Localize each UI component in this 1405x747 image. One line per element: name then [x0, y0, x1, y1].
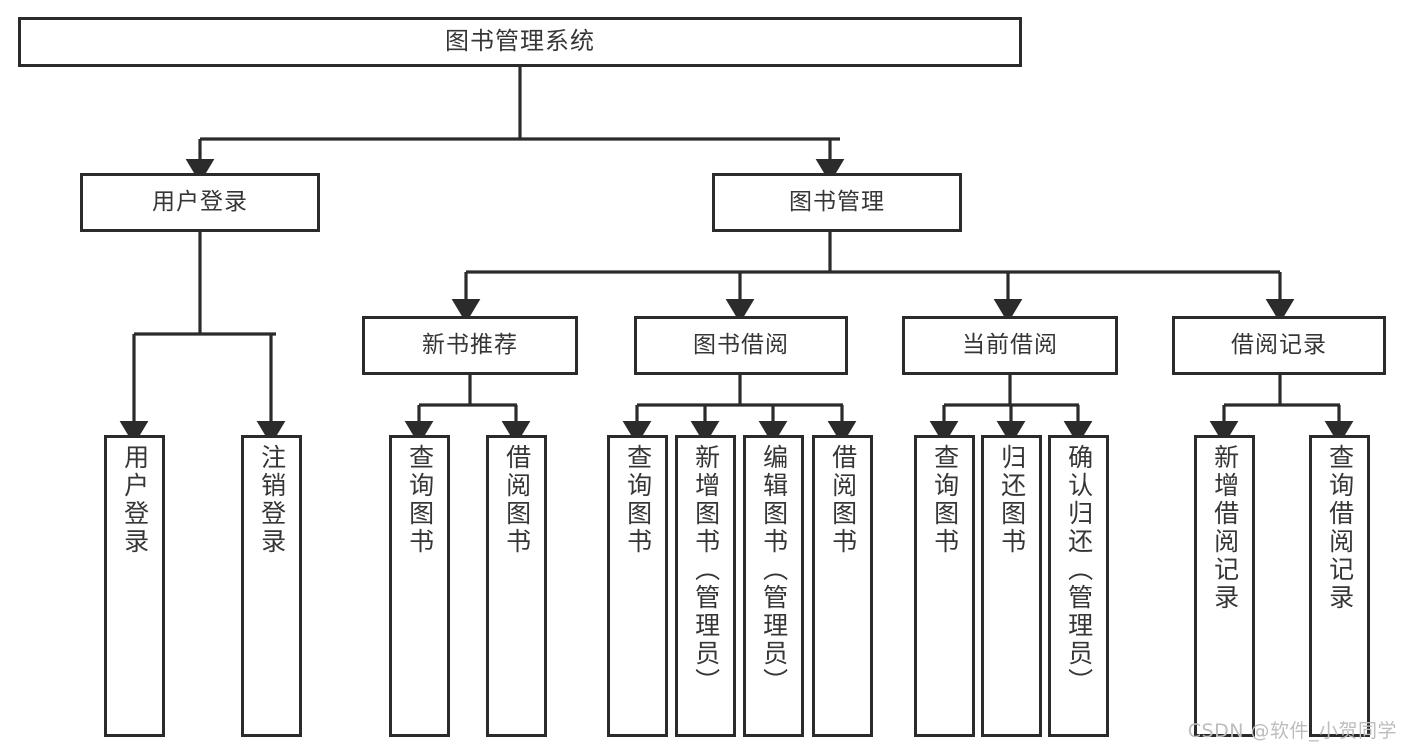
- node-label: 新书推荐: [422, 332, 518, 359]
- node-label: 借阅图书: [828, 444, 858, 556]
- node-label: 用户登录: [152, 189, 248, 216]
- watermark-text: CSDN @软件_小贺同学: [1187, 720, 1397, 742]
- leaf-user-login-login[interactable]: 用户登录: [104, 435, 165, 737]
- leaf-current-confirm-return-admin[interactable]: 确认归还（管理员）: [1048, 435, 1109, 737]
- node-book-management[interactable]: 图书管理: [712, 173, 962, 232]
- node-label: 确认归还（管理员）: [1064, 444, 1094, 696]
- leaf-borrow-edit-book-admin[interactable]: 编辑图书（管理员）: [743, 435, 804, 737]
- leaf-user-login-logout[interactable]: 注销登录: [241, 435, 302, 737]
- node-label: 查询图书: [930, 444, 960, 556]
- leaf-new-book-borrow[interactable]: 借阅图书: [486, 435, 547, 737]
- node-borrow-record[interactable]: 借阅记录: [1172, 316, 1386, 375]
- node-new-book-recommend[interactable]: 新书推荐: [362, 316, 578, 375]
- node-label: 图书管理系统: [445, 27, 595, 56]
- leaf-borrow-query-book[interactable]: 查询图书: [607, 435, 668, 737]
- node-label: 图书借阅: [693, 332, 789, 359]
- node-user-login[interactable]: 用户登录: [80, 173, 320, 232]
- node-label: 查询图书: [623, 444, 653, 556]
- leaf-record-query-record[interactable]: 查询借阅记录: [1309, 435, 1370, 737]
- node-root-book-management-system[interactable]: 图书管理系统: [18, 17, 1022, 67]
- node-label: 注销登录: [257, 444, 287, 556]
- node-label: 编辑图书（管理员）: [759, 444, 789, 696]
- node-label: 借阅记录: [1231, 332, 1327, 359]
- leaf-current-return-book[interactable]: 归还图书: [981, 435, 1042, 737]
- node-current-borrow[interactable]: 当前借阅: [902, 316, 1118, 375]
- leaf-borrow-add-book-admin[interactable]: 新增图书（管理员）: [675, 435, 736, 737]
- node-label: 借阅图书: [502, 444, 532, 556]
- node-label: 查询借阅记录: [1325, 444, 1355, 612]
- leaf-borrow-borrow-book[interactable]: 借阅图书: [812, 435, 873, 737]
- leaf-new-book-query[interactable]: 查询图书: [389, 435, 450, 737]
- node-label: 图书管理: [789, 189, 885, 216]
- leaf-record-add-record[interactable]: 新增借阅记录: [1194, 435, 1255, 737]
- node-label: 用户登录: [120, 444, 150, 556]
- node-label: 查询图书: [405, 444, 435, 556]
- node-label: 归还图书: [997, 444, 1027, 556]
- node-label: 当前借阅: [962, 332, 1058, 359]
- leaf-current-query-book[interactable]: 查询图书: [914, 435, 975, 737]
- node-label: 新增图书（管理员）: [691, 444, 721, 696]
- node-book-borrow[interactable]: 图书借阅: [634, 316, 848, 375]
- node-label: 新增借阅记录: [1210, 444, 1240, 612]
